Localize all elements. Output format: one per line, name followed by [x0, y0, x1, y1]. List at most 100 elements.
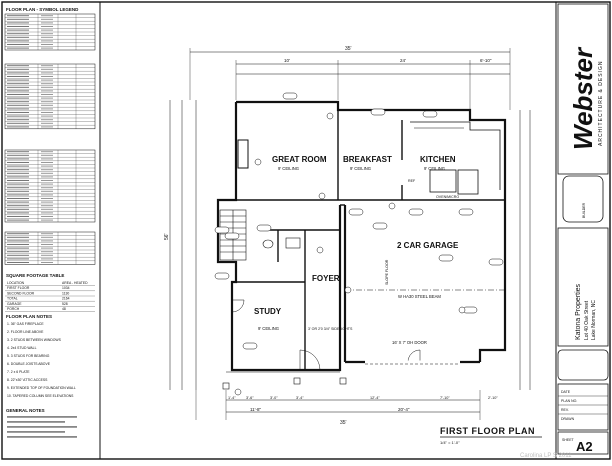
plan-note: 9. EXTENDED TOP OF FOUNDATION WALL	[7, 386, 76, 390]
rev-label: REV.	[561, 408, 569, 412]
dimension-labels: 35' 10' 24' 6'-10" 56' 35' 11'-8" 20'-4"…	[164, 46, 498, 426]
window-tag	[458, 208, 474, 216]
note-callout-circle	[388, 202, 396, 210]
builder-stamp	[562, 175, 604, 223]
window-tag	[488, 258, 504, 266]
note-callout-circle	[316, 246, 324, 254]
plan-note: 10. TAPERED COLUMN SEE ELEVATIONS	[7, 394, 74, 398]
note-callout-circle	[344, 286, 352, 294]
window-tag	[214, 272, 230, 280]
dim-overall-depth: 56'	[164, 233, 170, 240]
window-tag	[348, 208, 364, 216]
breakfast-label: BREAKFAST	[343, 155, 392, 164]
garage-label: 2 CAR GARAGE	[397, 241, 459, 250]
dim-bottom-mid: 20'-4"	[398, 407, 410, 412]
plan-note: 8. 22"x30" ATTIC ACCESS	[7, 378, 48, 382]
window-tag	[422, 110, 438, 118]
builder-label: BUILDER	[582, 202, 586, 218]
title-block: Webster ARCHITECTURE & DESIGN BUILDER Ka…	[557, 3, 609, 455]
dim-seg-4: 3'-4"	[296, 396, 304, 400]
great-room-label: GREAT ROOM	[272, 155, 327, 164]
dim-top-far-right: 6'-10"	[480, 58, 492, 63]
room-labels: GREAT ROOM 9' CEILING BREAKFAST 9' CEILI…	[254, 155, 459, 345]
sheet-number: A2	[576, 439, 593, 454]
note-callout-circle	[254, 158, 262, 166]
note-callout-circle	[458, 306, 466, 314]
garage-door-note: 16' X 7' OH DOOR	[392, 340, 427, 345]
plan-title: FIRST FLOOR PLAN	[440, 426, 535, 436]
sched3-grid	[4, 231, 96, 265]
dim-seg-3: 3'-0"	[270, 396, 278, 400]
dim-seg-2: 3'-6"	[246, 396, 254, 400]
plan-scale: 1/4" = 1'-0"	[440, 440, 460, 445]
plan-drawing	[169, 48, 531, 420]
area-row-value: 1034	[62, 286, 70, 290]
window-tag	[438, 254, 454, 262]
area-row-value: 528	[62, 302, 68, 306]
address-line-2: Lake Norman, NC	[591, 300, 597, 340]
window-tag	[372, 222, 388, 230]
dim-bottom-left: 11'-8"	[250, 407, 262, 412]
address-line-1: Lot 40 Oak Street	[584, 300, 590, 340]
plan-note: 1. 36" GAS FIREPLACE	[7, 322, 44, 326]
ref-note: REF	[408, 179, 416, 183]
kitchen-label: KITCHEN	[420, 155, 456, 164]
area-row-value: AREA - HEATED	[62, 281, 88, 285]
breakfast-ceiling: 9' CEILING	[350, 166, 371, 171]
area-table-title: SQUARE FOOTAGE TABLE	[6, 273, 64, 278]
drawn-label: DRAWN	[561, 417, 575, 421]
dim-top-left: 10'	[284, 58, 290, 63]
great-room-ceiling: 9' CEILING	[278, 166, 299, 171]
sched1-grid	[4, 63, 96, 130]
study-label: STUDY	[254, 307, 282, 316]
dim-seg-5: 12'-4"	[370, 396, 380, 400]
legend-rows-grid	[4, 13, 96, 51]
window-tag	[282, 92, 298, 100]
general-notes-title: GENERAL NOTES	[6, 408, 45, 413]
plan-note: 5. 3 STUDS FOR BEARING	[7, 354, 50, 358]
planno-label: PLAN NO.	[561, 399, 577, 403]
area-row-label: GARAGE	[7, 302, 22, 306]
area-row-label: SECOND FLOOR	[7, 291, 35, 295]
dim-seg-6: 7'-10"	[440, 396, 450, 400]
window-tag	[224, 232, 240, 240]
plan-note: 3. 2 STUDS BETWEEN WINDOWS	[7, 338, 62, 342]
window-tag	[256, 224, 272, 232]
company-name: Katona Properties	[575, 283, 582, 340]
sheet-label: SHEET	[562, 438, 575, 442]
left-schedule-panel: FLOOR PLAN - SYMBOL LEGEND SQUARE FOOTAG…	[4, 7, 96, 438]
kitchen-ceiling: 9' CEILING	[424, 166, 445, 171]
garage-slope-note: SLOPE FLOOR	[385, 259, 389, 285]
area-row-value: 1130	[62, 291, 69, 295]
legend-title: FLOOR PLAN - SYMBOL LEGEND	[6, 7, 79, 12]
study-ceiling: 9' CEILING	[258, 326, 279, 331]
window-tag	[214, 226, 230, 234]
plan-note: 6. DOUBLE JOISTS ABOVE	[7, 362, 51, 366]
window-tag	[242, 342, 258, 350]
note-callout-circle	[326, 112, 334, 120]
date-label: DATE	[561, 390, 571, 394]
steel-beam-note: W HA30 STEEL BEAM	[398, 294, 441, 299]
notes-title: FLOOR PLAN NOTES	[6, 314, 52, 319]
note-callout-circle	[318, 192, 326, 200]
note-callout-circle	[234, 388, 242, 396]
dim-top-right: 24'	[400, 58, 406, 63]
area-row-value: 2164	[62, 297, 70, 301]
sidelights-note: 3' OR 2'0 3/4" SIDELIGHTS	[308, 327, 353, 331]
dim-seg-1: 1'-4"	[228, 396, 236, 400]
plan-note: 7. 2 x 6 PLATE	[7, 370, 30, 374]
logo-tagline: ARCHITECTURE & DESIGN	[598, 61, 604, 146]
dim-overall-width: 35'	[345, 46, 352, 52]
watermark: Carolina LP S 2011	[520, 453, 572, 459]
area-row-value: 48	[62, 307, 66, 311]
dim-seg-7: 2'-10"	[488, 396, 498, 400]
window-tag	[370, 108, 386, 116]
area-row-label: TOTAL	[7, 297, 18, 301]
oven-micro-note: OVEN/MICRO	[436, 195, 459, 199]
foyer-label: FOYER	[312, 274, 340, 283]
plan-note: 4. 2x4 STUD WALL	[7, 346, 37, 350]
plan-title-block: FIRST FLOOR PLAN 1/4" = 1'-0" Carolina L…	[440, 426, 572, 459]
